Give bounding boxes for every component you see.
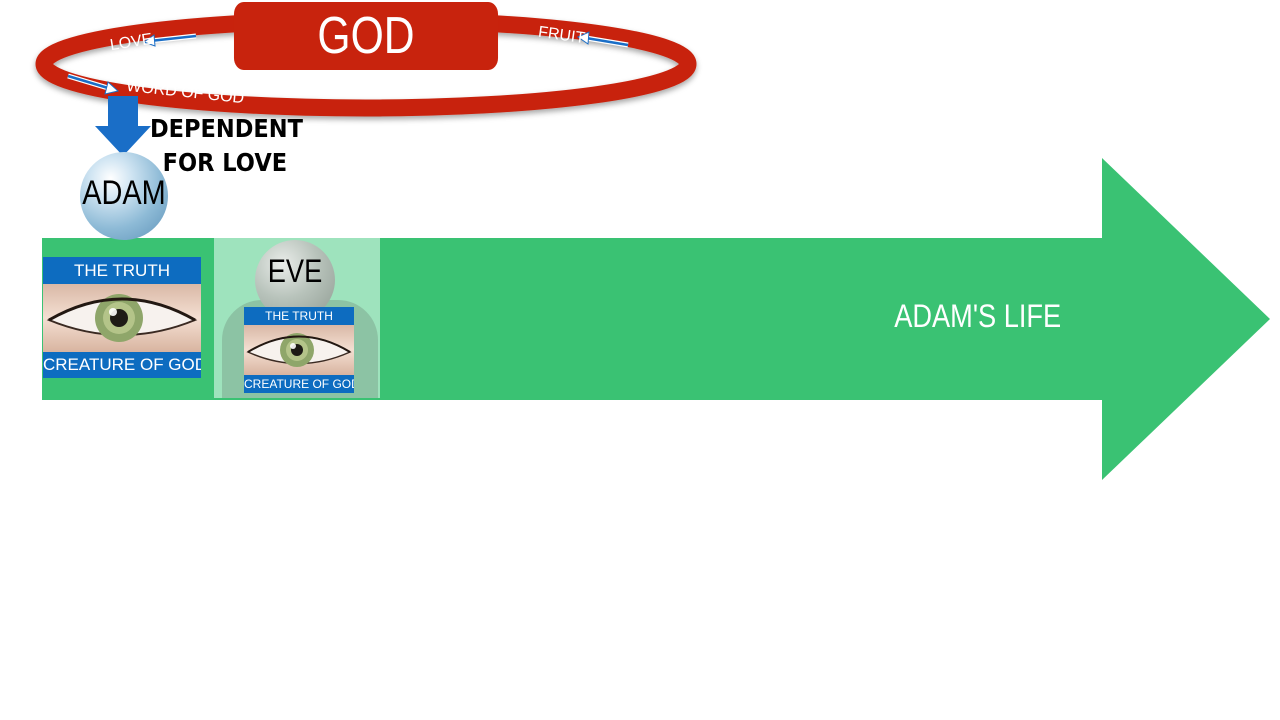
- eve-card-top-banner: THE TRUTH: [244, 307, 354, 325]
- eye-photo-icon: [244, 325, 354, 375]
- eve-card: THE TRUTH CREATURE OF GOD: [244, 307, 354, 393]
- adam-card: THE TRUTH CREATURE OF GOD: [43, 257, 201, 378]
- dependency-line-1: DEPENDENT: [150, 114, 303, 143]
- eve-card-bottom-banner: CREATURE OF GOD: [244, 375, 354, 393]
- adam-card-top-banner: THE TRUTH: [43, 257, 201, 284]
- timeline-label: ADAM'S LIFE: [894, 298, 1062, 334]
- eye-photo-icon: [43, 284, 201, 352]
- dependency-arrow-head-icon: [95, 96, 151, 156]
- eve-label: EVE: [267, 253, 323, 289]
- eve-sphere-icon: [255, 240, 335, 320]
- love-arrow-icon: [142, 33, 197, 47]
- god-box: GOD: [233, 2, 499, 70]
- word-arrow-icon: [67, 73, 120, 95]
- dependency-label: DEPENDENT FOR LOVE: [150, 112, 303, 180]
- fruit-arrow-icon: [576, 31, 629, 48]
- adam-card-bottom-banner: CREATURE OF GOD: [43, 352, 201, 378]
- dependency-line-2: FOR LOVE: [162, 148, 288, 177]
- adam-label: ADAM: [82, 174, 166, 212]
- adam-sphere-icon: [80, 152, 168, 240]
